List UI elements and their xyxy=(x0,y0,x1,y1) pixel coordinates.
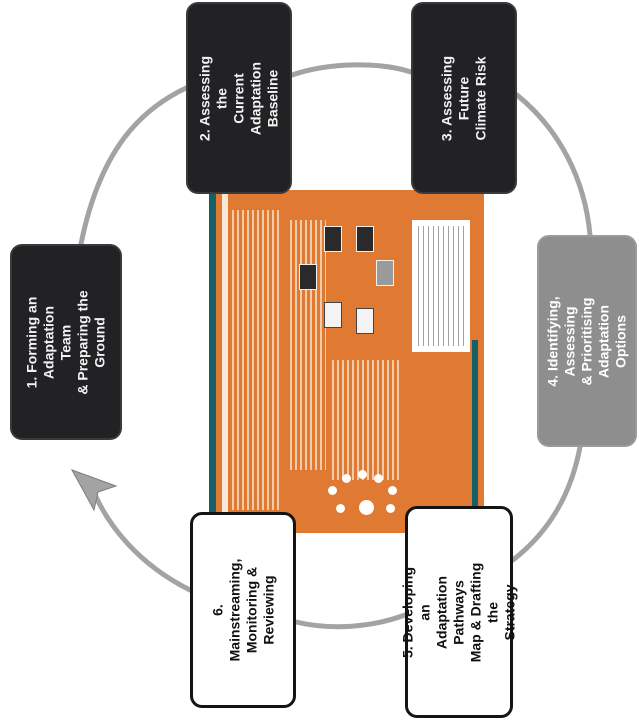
cycle-arc-1-2 xyxy=(78,85,189,247)
stage-2-box: 2. Assessing the Current Adaptation Base… xyxy=(186,2,292,194)
stage-4-label: 4. Identifying, Assessing & Prioritising… xyxy=(544,295,629,387)
document-dot xyxy=(336,504,345,513)
cycle-arc-5-6 xyxy=(293,612,408,630)
document-dot xyxy=(359,500,374,515)
stage-5-box: 5. Developing an Adaptation Pathways Map… xyxy=(400,506,518,718)
strategy-document-thumbnail xyxy=(209,190,484,533)
cycle-arc-6-1 xyxy=(87,479,193,593)
mini-stage-box xyxy=(299,264,317,290)
document-dot xyxy=(374,474,383,483)
mini-stage-box xyxy=(376,260,394,286)
document-dot xyxy=(342,474,351,483)
document-margin-strip xyxy=(222,190,228,533)
stage-2-label: 2. Assessing the Current Adaptation Base… xyxy=(196,55,281,141)
document-side-bar xyxy=(472,340,478,526)
document-info-panel xyxy=(412,220,470,352)
document-text-column xyxy=(290,220,326,470)
cycle-arrowhead xyxy=(70,469,118,512)
document-dot xyxy=(328,486,337,495)
stage-1-label: 1. Forming an Adaptation Team & Preparin… xyxy=(23,289,108,395)
cycle-arc-2-3 xyxy=(289,62,414,78)
cycle-arc-3-4 xyxy=(514,92,593,238)
stage-1-box: 1. Forming an Adaptation Team & Preparin… xyxy=(10,244,122,440)
mini-stage-box xyxy=(324,302,342,328)
document-info-text xyxy=(418,226,464,346)
stage-4-box: 4. Identifying, Assessing & Prioritising… xyxy=(537,235,637,447)
cycle-ring xyxy=(78,62,593,630)
mini-stage-box xyxy=(356,226,374,252)
cycle-arc-4-5 xyxy=(510,444,583,563)
document-dot xyxy=(358,470,367,479)
document-dot xyxy=(388,486,397,495)
stage-5-label: 5. Developing an Adaptation Pathways Map… xyxy=(399,562,518,662)
stage-6-box: 6. Mainstreaming, Monitoring & Reviewing xyxy=(190,512,296,708)
document-text-column xyxy=(332,360,402,480)
document-dot xyxy=(386,504,395,513)
stage-3-box: 3. Assessing Future Climate Risk xyxy=(411,2,517,194)
mini-stage-box xyxy=(324,226,342,252)
mini-stage-box xyxy=(356,308,374,334)
document-text-column xyxy=(232,210,282,510)
stage-6-label: 6. Mainstreaming, Monitoring & Reviewing xyxy=(209,558,277,662)
stage-3-label: 3. Assessing Future Climate Risk xyxy=(438,55,489,141)
